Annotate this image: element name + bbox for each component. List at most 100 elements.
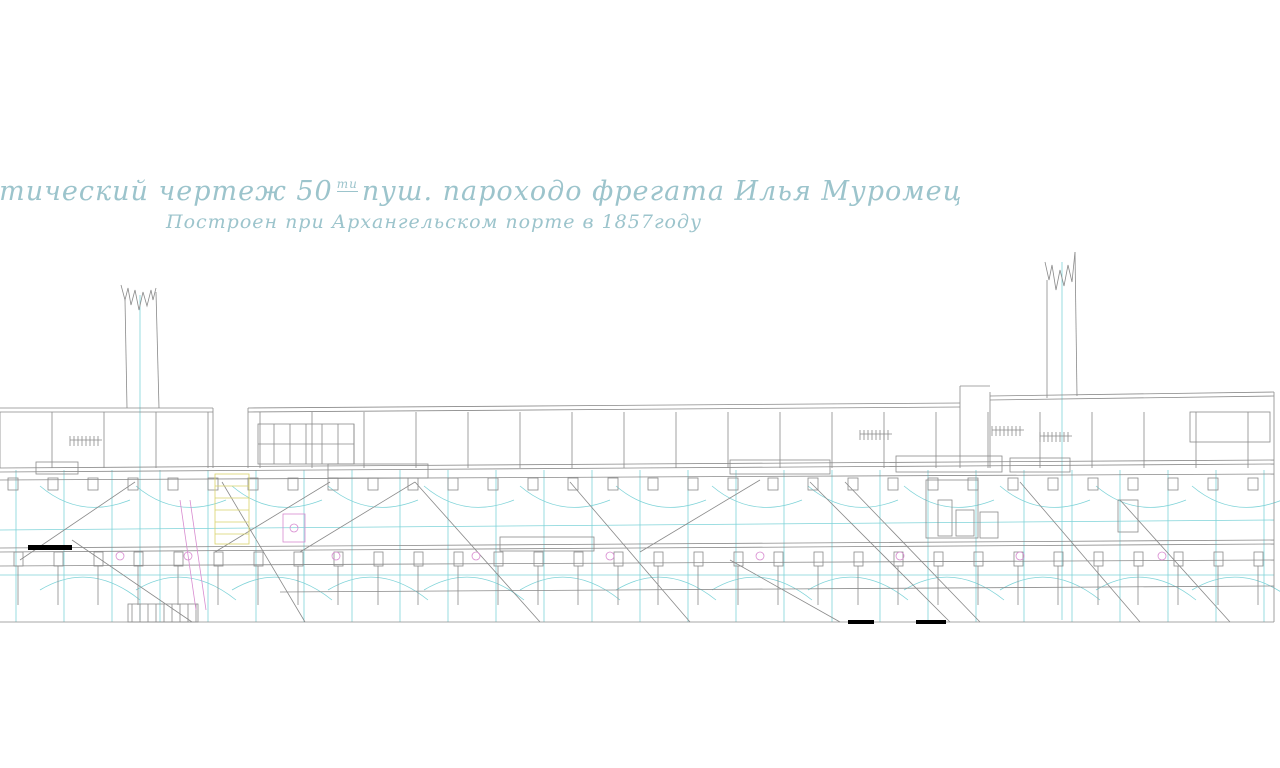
upper-gun-port (927, 477, 939, 491)
engine-detail (937, 499, 953, 537)
upper-gun-port (647, 477, 659, 491)
left-funnel-wall (155, 291, 160, 409)
upper-gun-port (367, 477, 379, 491)
lower-gun-port (573, 551, 584, 567)
lower-gun-port (253, 551, 264, 567)
pink-porthole (183, 551, 193, 561)
lower-gun-port (733, 551, 744, 567)
waterline-curve (39, 576, 141, 601)
yellow-ladder (214, 473, 250, 545)
gun-carriage (499, 536, 595, 552)
lower-gun-port (533, 551, 544, 567)
upper-gun-port (807, 477, 819, 491)
waterline-curve (39, 485, 131, 508)
lower-gun-port (1133, 551, 1144, 567)
upper-gun-port (1207, 477, 1219, 491)
aft-deckhouse-top (989, 391, 1275, 397)
upper-gun-port (887, 477, 899, 491)
pink-ladder-side (189, 499, 207, 611)
title-prefix: атический чертеж 50 (0, 176, 333, 207)
deck-line (0, 539, 1275, 549)
lower-gun-port (493, 551, 504, 567)
deck-line (0, 463, 1275, 473)
black-marks (28, 545, 946, 624)
lower-gun-port (813, 551, 824, 567)
truss-diagonal (809, 481, 951, 623)
upper-gun-port (167, 477, 179, 491)
title-suffix: пуш. пароходо фрегата Илья Муромец (361, 176, 963, 207)
pink-porthole (289, 523, 299, 533)
lower-gun-port (293, 551, 304, 567)
waterline-curve (327, 485, 419, 508)
mid-deckhouse-top (247, 402, 961, 409)
cyan-waterline (0, 519, 1275, 531)
lower-gun-port (133, 551, 144, 567)
lower-gun-port (173, 551, 184, 567)
lower-gun-port (893, 551, 904, 567)
truss-diagonal (569, 481, 691, 623)
stairwell (127, 603, 199, 623)
pink-porthole (605, 551, 615, 561)
waterline-curve (1095, 576, 1197, 601)
waterline-curve (423, 576, 525, 601)
lower-gun-port (1173, 551, 1184, 567)
cyan-construction-lines (0, 262, 1280, 622)
upper-gun-port (1127, 477, 1139, 491)
pink-ladder-side (179, 499, 197, 611)
right-funnel-wall (1074, 251, 1078, 397)
lower-gun-port (613, 551, 624, 567)
lower-gun-port (333, 551, 344, 567)
waterline-curve (519, 576, 621, 601)
lower-gun-port (693, 551, 704, 567)
engine-detail (955, 509, 975, 537)
pink-porthole (115, 551, 125, 561)
upper-gun-port (527, 477, 539, 491)
waterline-curve (231, 485, 323, 508)
gun-carriage (895, 455, 1003, 473)
upper-gun-port (287, 477, 299, 491)
truss-diagonal (1119, 499, 1231, 623)
lower-gun-port (413, 551, 424, 567)
lower-gun-port (373, 551, 384, 567)
pink-detail-lines (115, 499, 1167, 611)
upper-gun-port (447, 477, 459, 491)
upper-gun-port (687, 477, 699, 491)
upper-gun-port (87, 477, 99, 491)
black-mark (916, 620, 946, 624)
pink-porthole (331, 551, 341, 561)
waterline-curve (423, 485, 515, 508)
lower-gun-port (773, 551, 784, 567)
mid-deckhouse-top (247, 406, 961, 413)
truss-diagonal (221, 481, 306, 623)
right-funnel-top (1044, 251, 1076, 291)
waterline-curve (999, 576, 1101, 601)
lower-gun-port (1053, 551, 1064, 567)
waterline-curve (135, 576, 237, 601)
hatch (1117, 499, 1139, 533)
drawing-subtitle: Построен при Архангельском порте в 1857г… (166, 211, 703, 233)
waterline-curve (615, 576, 717, 601)
upper-gun-port (327, 477, 339, 491)
pink-porthole (895, 551, 905, 561)
gun-carriage (35, 461, 79, 475)
waterline-curve (231, 576, 333, 601)
lower-gun-port (1253, 551, 1264, 567)
lower-gun-port (1213, 551, 1224, 567)
deck-line (0, 543, 1275, 553)
gun-carriage (1009, 457, 1071, 473)
lower-gun-port (653, 551, 664, 567)
engine-detail (979, 511, 999, 539)
black-mark (848, 620, 874, 624)
upper-gun-port (1047, 477, 1059, 491)
pink-porthole (471, 551, 481, 561)
truss-diagonal (299, 481, 416, 553)
upper-gun-port (1167, 477, 1179, 491)
upper-gun-port (207, 477, 219, 491)
upper-gun-port (247, 477, 259, 491)
left-funnel-wall (124, 299, 128, 409)
lower-gun-port (213, 551, 224, 567)
deck-line (0, 473, 1275, 481)
upper-gun-port (567, 477, 579, 491)
